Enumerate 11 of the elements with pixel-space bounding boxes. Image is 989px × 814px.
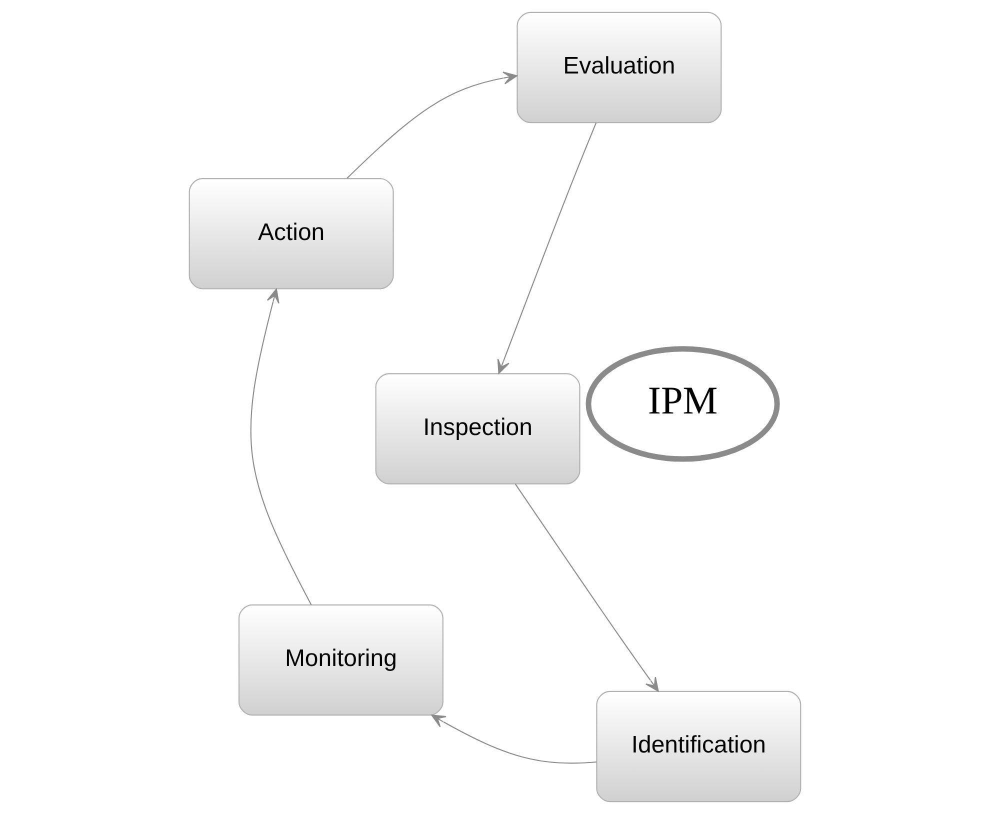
node-box: Evaluation bbox=[516, 12, 722, 124]
arrow bbox=[514, 484, 658, 692]
node-box: Action bbox=[188, 178, 394, 290]
arrow bbox=[346, 72, 517, 179]
node-box: Monitoring bbox=[238, 604, 443, 716]
node-box: Identification bbox=[596, 690, 801, 802]
node-box: Inspection bbox=[374, 373, 580, 484]
arrow bbox=[430, 714, 596, 764]
node-ellipse: IPM bbox=[585, 346, 780, 462]
arrow bbox=[250, 288, 312, 606]
arrow bbox=[496, 122, 596, 374]
